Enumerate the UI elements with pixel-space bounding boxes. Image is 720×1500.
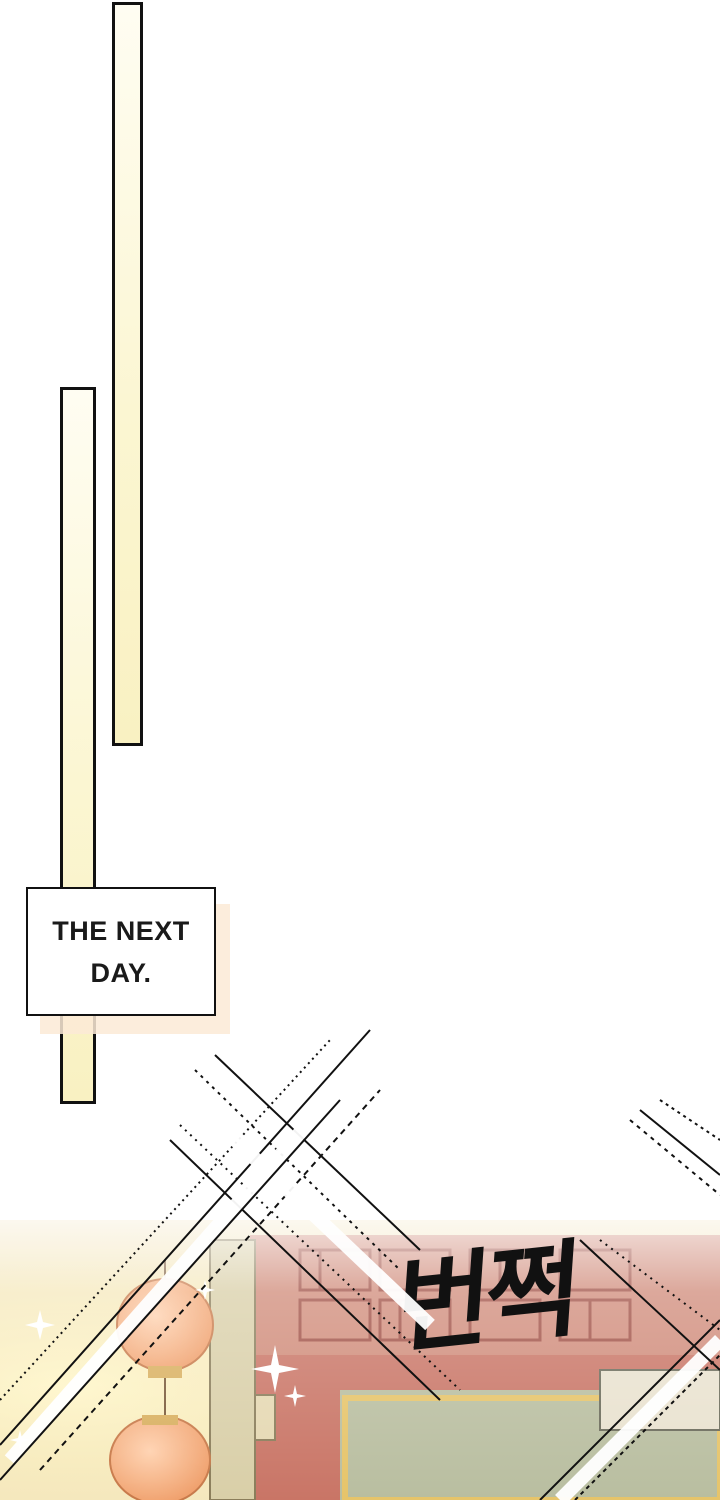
sound-effect-text: 번쩍 — [391, 1227, 580, 1370]
caption-box: THE NEXT DAY. — [26, 887, 216, 1016]
palace-scene — [0, 1180, 720, 1500]
vertical-bar-tall — [112, 2, 143, 746]
caption-text: THE NEXT DAY. — [52, 915, 190, 988]
